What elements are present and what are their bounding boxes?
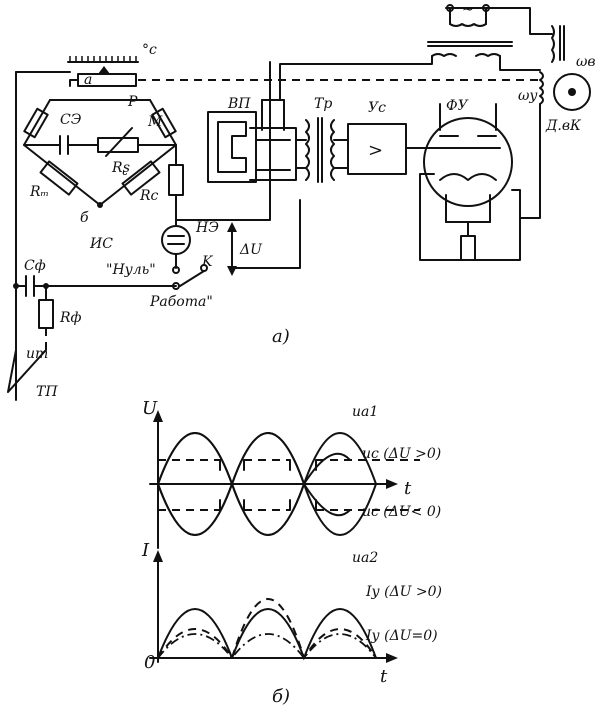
k-label: K: [201, 254, 214, 270]
nul-label: "Нуль": [106, 262, 156, 278]
p-label: P: [127, 94, 138, 110]
tr-label: Тр: [314, 96, 332, 112]
iy-pos: [157, 598, 377, 661]
thermocouple: [7, 285, 47, 393]
uc-pos-label: uc (ΔU >0): [362, 446, 441, 462]
slider-pointer: [98, 66, 110, 74]
uc-box-label: Уc: [368, 100, 386, 116]
iy-pos-label: Iу (ΔU >0): [365, 584, 442, 600]
bridge-circuit: °c а P СЭ Rʂ М Rₘ Rс б ИС: [7, 42, 301, 401]
resistor-left-upper: [23, 107, 49, 139]
rf-resistor: [38, 299, 54, 329]
t2-label: t: [380, 666, 388, 687]
motor-dvk: ωу Д.вК: [518, 71, 591, 219]
b-label: б: [80, 210, 89, 226]
i-axis-label: I: [141, 540, 150, 561]
iy-zero: [157, 633, 377, 660]
rabota-label: Работа": [149, 294, 213, 310]
amp-symbol: >: [368, 140, 383, 161]
rc-label: Rс: [139, 188, 159, 204]
a-label: а: [84, 72, 92, 88]
wv-label: ωв: [576, 54, 596, 70]
fu-tube: ФУ: [419, 98, 521, 261]
tr-transformer: Тр: [295, 96, 349, 183]
m-label: М: [147, 114, 163, 130]
is-label: ИС: [89, 236, 113, 252]
ne-label: НЭ: [195, 220, 219, 236]
right-resistor: [168, 164, 184, 196]
fu-label: ФУ: [446, 98, 469, 114]
vp-label: ВП: [227, 96, 251, 112]
rs-resistor: [97, 137, 139, 153]
tp-label: ТП: [36, 384, 58, 400]
ac-label: ~: [462, 2, 474, 18]
du-label: ΔU: [239, 242, 263, 258]
iy-solid: [157, 608, 377, 659]
wire-to-vp: [175, 61, 271, 221]
c3-label: СЭ: [60, 112, 82, 128]
dvk-label: Д.вК: [545, 118, 582, 134]
rs-label: Rʂ: [111, 160, 130, 176]
deg-c-label: °c: [142, 42, 157, 58]
iy-zero-label: Iу (ΔU=0): [365, 628, 438, 644]
part-b-label: б): [272, 686, 290, 707]
power-transformer: ~ ωв: [279, 2, 596, 101]
ua2-label: uа2: [352, 550, 378, 566]
zero-label: 0: [144, 652, 155, 673]
uc-neg-label: uc (ΔU< 0): [362, 504, 441, 520]
rf-label: Rф: [59, 310, 82, 326]
t1-label: t: [404, 478, 412, 499]
rm-resistor: [39, 160, 79, 196]
rm-label: Rₘ: [29, 184, 49, 200]
cf-label: Cф: [24, 258, 46, 274]
wy-label: ωу: [518, 88, 538, 104]
u-axis-label: U: [142, 398, 158, 419]
resistor-right-upper: [151, 107, 177, 139]
part-a-label: а): [272, 326, 290, 347]
temperature-scale: [67, 56, 139, 63]
se-capacitor: [23, 135, 99, 155]
vp-converter: ВП: [207, 96, 297, 183]
ua1-label: uа1: [352, 404, 378, 420]
ut-label: uт: [26, 346, 48, 362]
cf-capacitor: [15, 275, 177, 297]
ne-lamp: [161, 225, 191, 255]
rc-resistor: [121, 160, 161, 196]
uc-amplifier: Уc >: [347, 100, 435, 175]
timing-diagram: U t uа1 uc (ΔU >0) uc (ΔU< 0) uа2 I t 0 …: [141, 398, 442, 707]
